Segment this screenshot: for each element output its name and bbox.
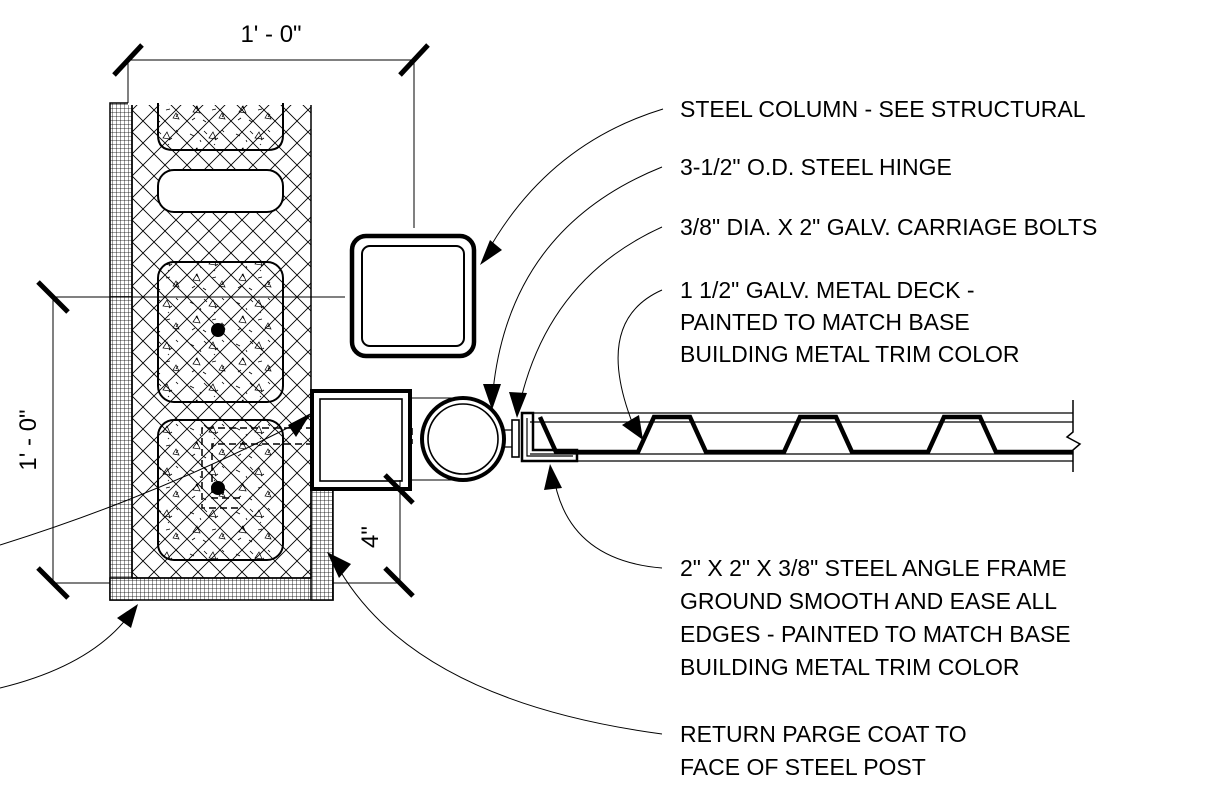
leader-carriage-bolts xyxy=(517,226,663,413)
leader-angle-frame xyxy=(552,471,663,569)
callout-steel-hinge: 3-1/2" O.D. STEEL HINGE xyxy=(680,154,952,180)
tick-offset-left xyxy=(383,473,415,505)
metal-deck xyxy=(530,400,1082,472)
callout-line: EDGES - PAINTED TO MATCH BASE xyxy=(680,621,1071,647)
leader-anchor xyxy=(0,419,304,546)
callout-line: 3/8" DIA. X 2" GALV. CARRIAGE BOLTS xyxy=(680,214,1097,240)
arrow-steel-hinge xyxy=(483,384,501,410)
callout-line: BUILDING METAL TRIM COLOR xyxy=(680,341,1020,367)
arrow-metal-deck xyxy=(622,415,643,440)
grouted-cell-top xyxy=(157,103,284,151)
parge-coat-return xyxy=(310,483,334,601)
arrow-anchor xyxy=(288,413,311,437)
tick-left-bottom xyxy=(36,566,70,600)
arrow-angle-frame xyxy=(544,464,562,490)
arrow-carriage-bolts xyxy=(509,392,527,418)
masonry-top-edge-mask xyxy=(128,95,314,105)
steel-column xyxy=(349,233,477,359)
callout-line: PAINTED TO MATCH BASE xyxy=(680,309,970,335)
arrow-parge-coat xyxy=(327,552,351,578)
callout-parge-coat: RETURN PARGE COAT TO FACE OF STEEL POST xyxy=(680,721,967,780)
parge-coat-bottom xyxy=(109,577,334,601)
leader-metal-deck xyxy=(617,289,663,433)
callout-metal-deck: 1 1/2" GALV. METAL DECK - PAINTED TO MAT… xyxy=(680,277,1020,367)
callout-carriage-bolts: 3/8" DIA. X 2" GALV. CARRIAGE BOLTS xyxy=(680,214,1097,240)
leader-steel-column xyxy=(483,108,664,259)
callout-steel-column: STEEL COLUMN - SEE STRUCTURAL xyxy=(680,96,1086,122)
leader-steel-hinge xyxy=(491,166,663,403)
tick-top-right xyxy=(398,43,430,77)
callout-line: BUILDING METAL TRIM COLOR xyxy=(680,654,1020,680)
callout-line: STEEL COLUMN - SEE STRUCTURAL xyxy=(680,96,1086,122)
leader-arrows xyxy=(117,240,643,628)
cmu-wall xyxy=(109,95,334,601)
rebar-middle xyxy=(211,323,225,337)
parge-coat xyxy=(109,102,133,601)
callout-line: 1 1/2" GALV. METAL DECK - xyxy=(680,277,975,303)
callout-line: 2" X 2" X 3/8" STEEL ANGLE FRAME xyxy=(680,555,1067,581)
callout-angle-frame: 2" X 2" X 3/8" STEEL ANGLE FRAME GROUND … xyxy=(680,555,1071,680)
arrow-parge-bottom xyxy=(117,604,138,628)
tick-left-top xyxy=(36,280,70,314)
leader-parge-coat xyxy=(334,561,663,735)
leader-lines xyxy=(0,108,664,735)
steel-hinge xyxy=(410,396,520,482)
callout-line: FACE OF STEEL POST xyxy=(680,754,926,780)
leader-parge-bottom xyxy=(0,609,134,689)
dim-label-offset: 4" xyxy=(357,526,384,548)
steel-post xyxy=(310,389,412,491)
callout-line: RETURN PARGE COAT TO xyxy=(680,721,967,747)
dimension-lines xyxy=(36,43,430,600)
tick-top-left xyxy=(112,43,144,77)
callout-line: GROUND SMOOTH AND EASE ALL xyxy=(680,588,1057,614)
tick-offset-right xyxy=(383,566,415,598)
arrow-steel-column xyxy=(480,240,502,265)
rebar-bottom xyxy=(211,481,225,495)
dim-label-left: 1' - 0" xyxy=(15,409,42,470)
hollow-cell xyxy=(157,169,284,213)
callout-line: 3-1/2" O.D. STEEL HINGE xyxy=(680,154,952,180)
dim-label-top: 1' - 0" xyxy=(240,21,301,48)
